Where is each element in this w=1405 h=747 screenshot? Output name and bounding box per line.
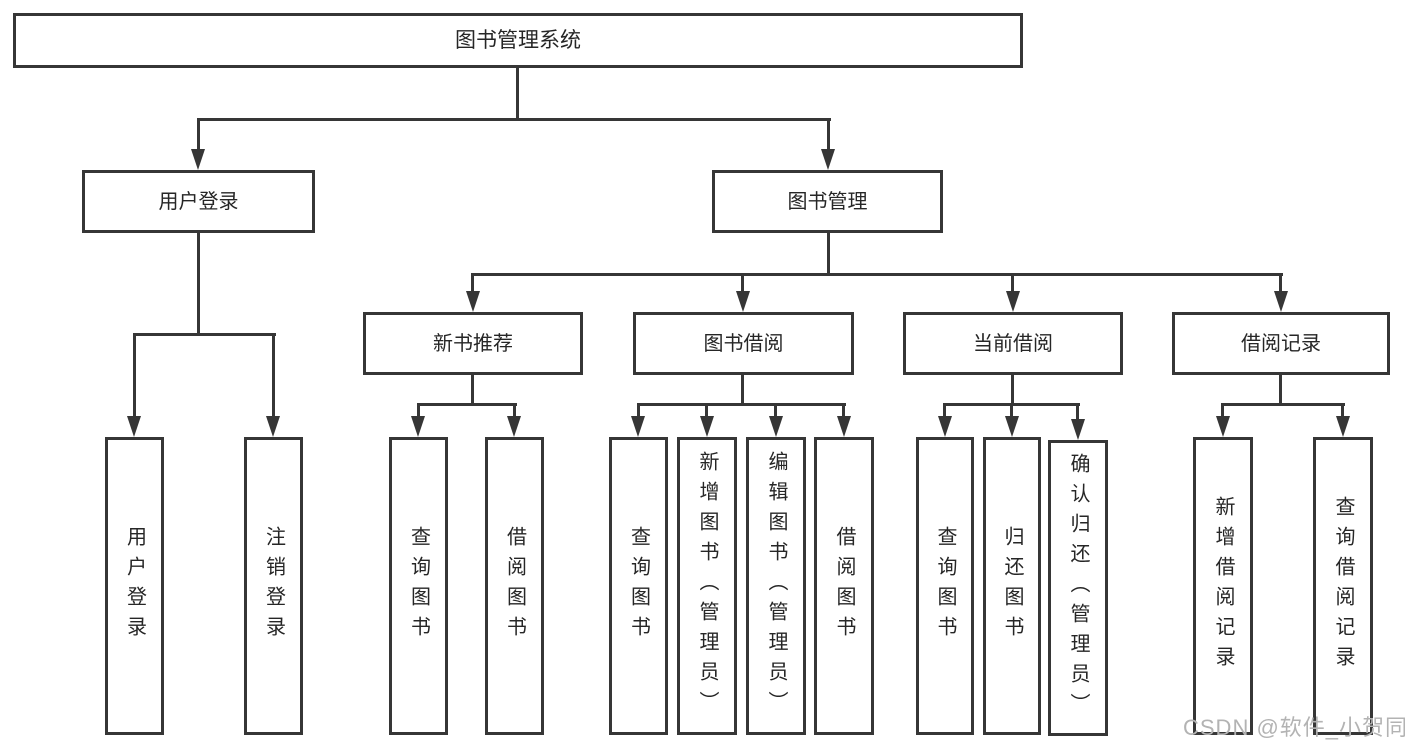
node-label: 查询图书 xyxy=(627,526,650,646)
connector-line xyxy=(133,333,136,417)
connector-line xyxy=(637,403,846,406)
connector-line xyxy=(417,403,420,417)
connector-line xyxy=(197,118,831,121)
node-book-borrow: 图书借阅 xyxy=(633,312,854,375)
node-label: 查询图书 xyxy=(934,526,956,646)
connector-line xyxy=(272,333,275,417)
arrow-down-icon xyxy=(837,416,851,437)
connector-line xyxy=(516,68,519,120)
node-label: 新增图书（管理员） xyxy=(696,451,718,721)
connector-line xyxy=(1221,403,1224,417)
watermark: CSDN @软件_小贺同学 xyxy=(1183,715,1405,740)
connector-line xyxy=(637,403,640,417)
leaf-borrow-add-book-admin: 新增图书（管理员） xyxy=(677,437,737,735)
connector-line xyxy=(741,273,744,292)
connector-line xyxy=(197,118,200,151)
connector-line xyxy=(1076,403,1079,420)
node-label: 借阅记录 xyxy=(1241,332,1321,355)
connector-line xyxy=(1011,375,1014,405)
arrow-down-icon xyxy=(1216,416,1230,437)
connector-line xyxy=(842,403,845,417)
node-label: 图书管理 xyxy=(787,190,868,213)
leaf-current-confirm-return-admin: 确认归还（管理员） xyxy=(1048,440,1108,736)
connector-line xyxy=(1279,375,1282,405)
connector-line xyxy=(471,375,474,405)
node-library-system: 图书管理系统 xyxy=(13,13,1023,68)
connector-line xyxy=(1221,403,1345,406)
arrow-down-icon xyxy=(411,416,425,437)
leaf-borrow-query-book: 查询图书 xyxy=(609,437,668,735)
node-new-book-recommend: 新书推荐 xyxy=(363,312,583,375)
node-label: 新增借阅记录 xyxy=(1212,496,1234,676)
leaf-recommend-borrow-book: 借阅图书 xyxy=(485,437,544,735)
connector-line xyxy=(1010,403,1013,417)
node-label: 新书推荐 xyxy=(433,332,513,355)
arrow-down-icon xyxy=(266,416,280,437)
node-label: 用户登录 xyxy=(158,190,239,213)
node-borrow-records: 借阅记录 xyxy=(1172,312,1390,375)
arrow-down-icon xyxy=(466,291,480,312)
arrow-down-icon xyxy=(938,416,952,437)
arrow-down-icon xyxy=(1005,416,1019,437)
node-label: 图书管理系统 xyxy=(455,29,581,52)
connector-line xyxy=(1279,273,1282,292)
arrow-down-icon xyxy=(736,291,750,312)
connector-line xyxy=(471,273,1283,276)
node-label: 用户登录 xyxy=(123,526,146,646)
arrow-down-icon xyxy=(631,416,645,437)
connector-line xyxy=(133,333,276,336)
node-user-login: 用户登录 xyxy=(82,170,315,233)
arrow-down-icon xyxy=(700,416,714,437)
connector-line xyxy=(1011,273,1014,292)
node-label: 借阅图书 xyxy=(503,526,526,646)
connector-line xyxy=(741,375,744,405)
node-label: 查询图书 xyxy=(407,526,430,646)
connector-line xyxy=(1341,403,1344,417)
leaf-records-query-record: 查询借阅记录 xyxy=(1313,437,1373,735)
leaf-current-return-book: 归还图书 xyxy=(983,437,1041,735)
node-label: 归还图书 xyxy=(1001,526,1023,646)
leaf-user-login: 用户登录 xyxy=(105,437,164,735)
arrow-down-icon xyxy=(507,416,521,437)
arrow-down-icon xyxy=(127,416,141,437)
arrow-down-icon xyxy=(191,149,205,170)
arrow-down-icon xyxy=(769,416,783,437)
connector-line xyxy=(827,118,830,151)
leaf-logout-login: 注销登录 xyxy=(244,437,303,735)
node-label: 当前借阅 xyxy=(973,332,1053,355)
node-book-management: 图书管理 xyxy=(712,170,943,233)
connector-line xyxy=(513,403,516,417)
arrow-down-icon xyxy=(1274,291,1288,312)
arrow-down-icon xyxy=(1006,291,1020,312)
node-label: 编辑图书（管理员） xyxy=(765,451,787,721)
leaf-borrow-edit-book-admin: 编辑图书（管理员） xyxy=(746,437,806,735)
arrow-down-icon xyxy=(821,149,835,170)
leaf-borrow-borrow-book: 借阅图书 xyxy=(814,437,874,735)
leaf-recommend-query-book: 查询图书 xyxy=(389,437,448,735)
leaf-records-add-record: 新增借阅记录 xyxy=(1193,437,1253,735)
leaf-current-query-book: 查询图书 xyxy=(916,437,974,735)
connector-line xyxy=(827,233,830,275)
node-current-borrow: 当前借阅 xyxy=(903,312,1123,375)
arrow-down-icon xyxy=(1071,419,1085,440)
connector-line xyxy=(417,403,517,406)
connector-line xyxy=(471,273,474,292)
connector-line xyxy=(197,233,200,335)
node-label: 图书借阅 xyxy=(703,332,784,355)
node-label: 确认归还（管理员） xyxy=(1067,453,1089,723)
connector-line xyxy=(774,403,777,417)
connector-line xyxy=(943,403,946,417)
arrow-down-icon xyxy=(1336,416,1350,437)
connector-line xyxy=(705,403,708,417)
node-label: 注销登录 xyxy=(262,526,285,646)
node-label: 借阅图书 xyxy=(833,526,855,646)
node-label: 查询借阅记录 xyxy=(1332,496,1354,676)
